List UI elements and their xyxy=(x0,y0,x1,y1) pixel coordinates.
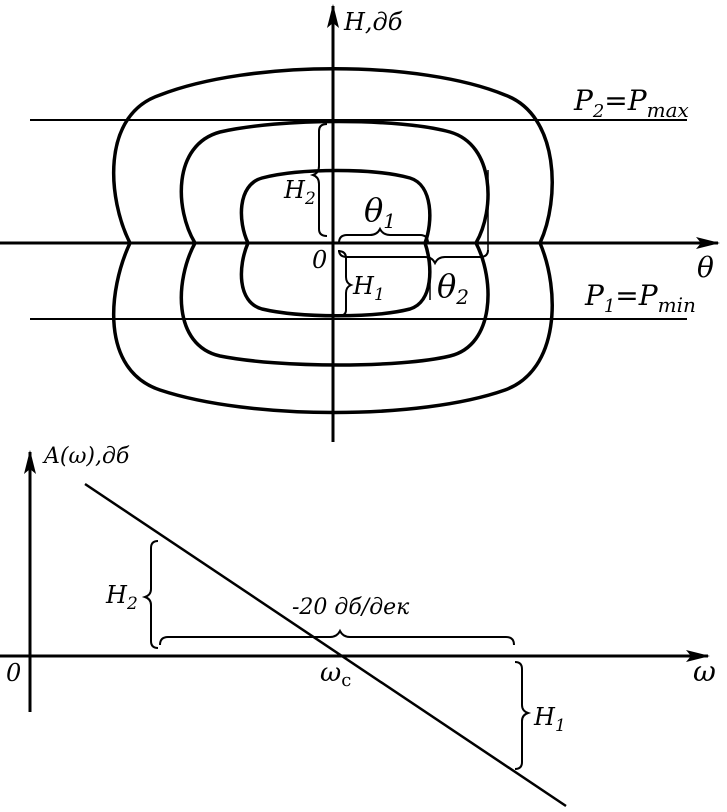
a-axis-label: A(ω),дб xyxy=(42,444,130,469)
theta1-brace xyxy=(338,226,429,244)
slope-label: -20 дб/дек xyxy=(292,595,410,620)
theta2-brace xyxy=(338,249,489,266)
theta-axis-label: θ xyxy=(697,251,714,284)
bottom-h1-label: H1 xyxy=(533,703,566,736)
theta1-label: θ1 xyxy=(364,191,396,233)
h2-brace xyxy=(309,123,328,237)
slope-brace xyxy=(159,628,515,646)
p-max-label: P2=Pmax xyxy=(573,84,689,122)
top-h1-label: H1 xyxy=(352,272,385,305)
bottom-h1-brace xyxy=(514,661,532,770)
top-origin-label: 0 xyxy=(312,246,327,274)
outer-contour xyxy=(111,67,554,415)
inner-contour xyxy=(239,168,432,318)
top-h2-label: H2 xyxy=(283,176,316,209)
bottom-h2-label: H2 xyxy=(105,581,138,614)
bode-diagram: A(ω),дб ω 0 ωc -20 дб/дек H2 H1 xyxy=(0,444,716,808)
h1-brace xyxy=(337,250,354,317)
slope-line xyxy=(84,482,567,808)
middle-contour xyxy=(179,119,490,367)
theta2-label: θ2 xyxy=(437,267,469,309)
crossover-label: ωc xyxy=(320,658,351,691)
h-axis-label: H,дб xyxy=(343,8,403,36)
bottom-origin-label: 0 xyxy=(6,659,21,687)
omega-axis-label: ω xyxy=(693,655,716,688)
p-min-label: P1=Pmin xyxy=(584,279,696,317)
nichols-diagram: H,дб θ 0 P2=Pmax P1=Pmin H2 H1 θ1 θ2 xyxy=(0,4,720,442)
bottom-h2-brace xyxy=(141,540,159,649)
